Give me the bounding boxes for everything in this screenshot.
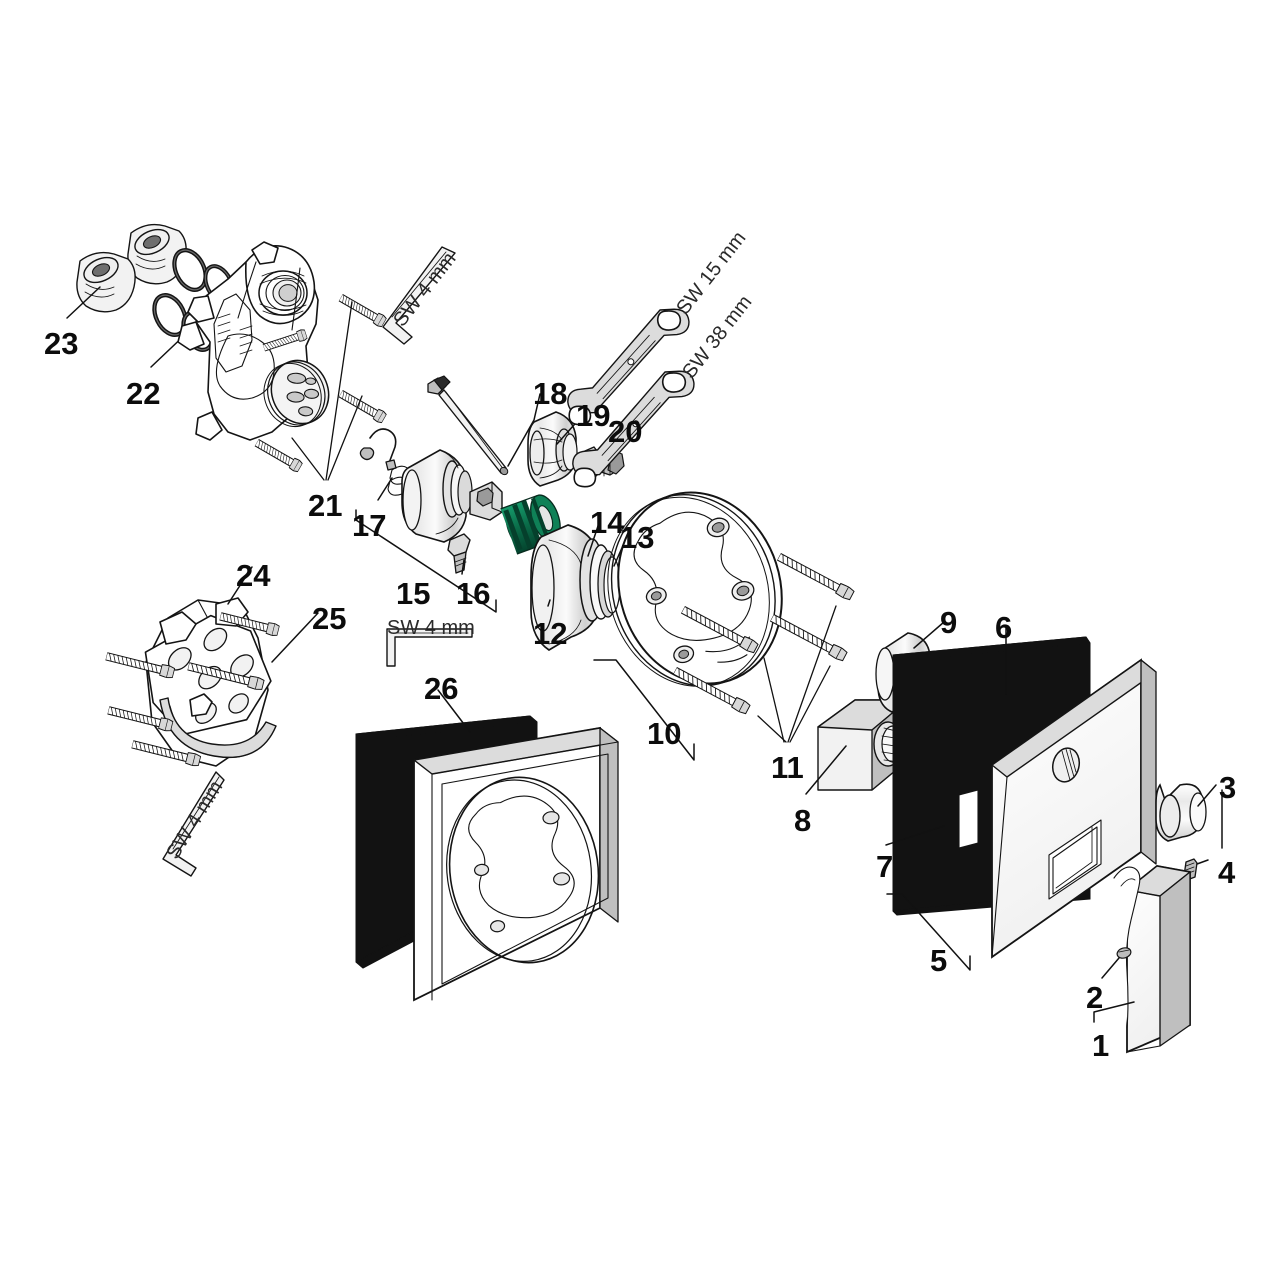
body-screw-2 bbox=[337, 388, 388, 425]
part-number-11: 11 bbox=[771, 750, 804, 785]
allen-key-center bbox=[386, 628, 473, 667]
part-number-20: 20 bbox=[608, 414, 643, 449]
part-number-16: 16 bbox=[456, 576, 491, 611]
part-number-14: 14 bbox=[590, 505, 625, 540]
part-number-5: 5 bbox=[930, 943, 948, 978]
escutcheon-plate bbox=[991, 658, 1157, 959]
part-number-18: 18 bbox=[533, 376, 568, 411]
part-number-4: 4 bbox=[1218, 855, 1236, 890]
extension-rod bbox=[427, 375, 509, 476]
leader-16 bbox=[461, 559, 465, 575]
leader-24 bbox=[227, 566, 253, 605]
leader-12 bbox=[547, 599, 551, 607]
sealing-plate bbox=[607, 491, 783, 687]
leader-15 bbox=[355, 509, 497, 613]
leader-4 bbox=[1196, 859, 1209, 865]
valve-body bbox=[177, 241, 330, 441]
leader-23 bbox=[66, 286, 101, 319]
diverter-cartridge bbox=[527, 411, 578, 487]
trim-frame bbox=[413, 726, 619, 1002]
part-number-7: 7 bbox=[876, 849, 894, 884]
wrench-sw15 bbox=[567, 308, 690, 426]
part-number-26: 26 bbox=[424, 671, 459, 706]
leader-3-angled bbox=[1197, 784, 1217, 807]
part-number-13: 13 bbox=[620, 520, 655, 555]
leader-5 bbox=[886, 893, 971, 971]
leader-21 bbox=[291, 301, 363, 481]
tool-label-sw-4mm-center: SW 4 mm bbox=[387, 617, 475, 639]
part-number-15: 15 bbox=[396, 576, 431, 611]
part-number-23: 23 bbox=[44, 326, 79, 361]
leader-14 bbox=[587, 519, 601, 557]
leader-10 bbox=[593, 659, 695, 761]
long-screw-3 bbox=[775, 551, 856, 602]
bushing-lower-part bbox=[76, 251, 136, 313]
allen-key-top bbox=[382, 246, 456, 345]
leader-2 bbox=[1101, 957, 1120, 979]
leader-18 bbox=[507, 393, 541, 467]
mixer-cartridge bbox=[401, 449, 503, 543]
part-number-1: 1 bbox=[1092, 1028, 1110, 1063]
body-screw-1 bbox=[337, 292, 388, 329]
part-number-2: 2 bbox=[1086, 980, 1104, 1015]
part-number-12: 12 bbox=[533, 616, 568, 651]
leader-11 bbox=[757, 605, 837, 743]
part-number-21: 21 bbox=[308, 488, 343, 523]
part-number-17: 17 bbox=[352, 508, 387, 543]
long-screw-4 bbox=[768, 612, 849, 663]
leader-8 bbox=[805, 745, 847, 795]
leader-1 bbox=[1093, 1001, 1135, 1023]
part-number-19: 19 bbox=[576, 398, 611, 433]
allen-key-left bbox=[162, 771, 225, 877]
diverter-knob bbox=[1155, 783, 1207, 842]
part-number-3: 3 bbox=[1219, 770, 1237, 805]
part-number-22: 22 bbox=[126, 376, 161, 411]
leader-17 bbox=[377, 477, 393, 501]
lever-grub-screw bbox=[1116, 947, 1132, 959]
wrench-sw38 bbox=[572, 370, 695, 488]
cartridge-seal-ring bbox=[500, 494, 561, 555]
sleeve-nut bbox=[579, 538, 621, 622]
part-number-10: 10 bbox=[647, 716, 682, 751]
part-number-25: 25 bbox=[312, 601, 347, 636]
part-number-6: 6 bbox=[995, 610, 1013, 645]
lever-handle bbox=[1113, 865, 1191, 1054]
retaining-clip bbox=[359, 428, 397, 471]
leader-9 bbox=[913, 621, 945, 649]
part-number-9: 9 bbox=[940, 605, 958, 640]
leader-7 bbox=[885, 825, 945, 846]
part-number-8: 8 bbox=[794, 803, 812, 838]
set-screw bbox=[447, 533, 471, 574]
leader-26 bbox=[437, 689, 471, 733]
leader-25 bbox=[271, 612, 319, 663]
part-number-24: 24 bbox=[236, 558, 271, 593]
